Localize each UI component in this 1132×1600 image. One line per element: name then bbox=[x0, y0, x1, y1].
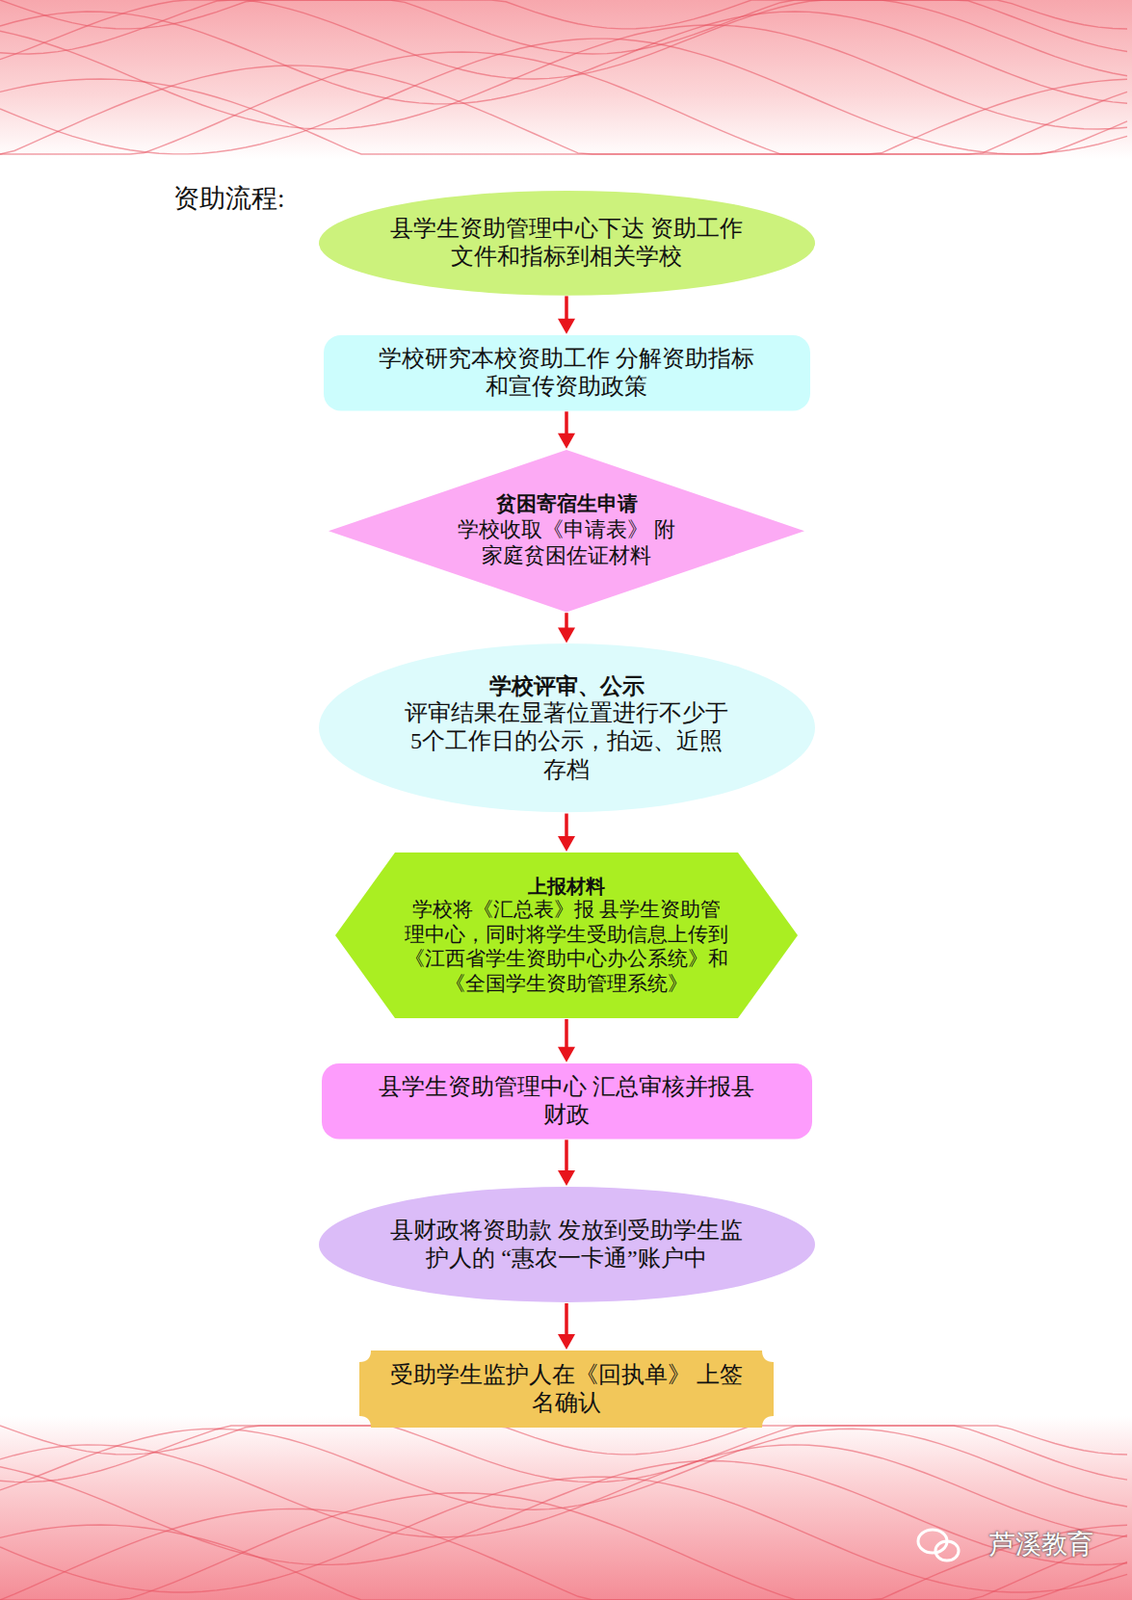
node-text: 学校将《汇总表》报 县学生资助管理中心，同时将学生受助信息上传到《江西省学生资助… bbox=[402, 897, 731, 997]
shape-fill bbox=[335, 852, 798, 1019]
node-text: 评审结果在显著位置进行不少于5个工作日的公示，拍远、近照存档 bbox=[402, 699, 731, 785]
shape-fill bbox=[318, 190, 816, 296]
arrow-head bbox=[557, 836, 576, 852]
diagram-title: 资助流程: bbox=[173, 181, 286, 216]
bottom-band bbox=[0, 1416, 1132, 1600]
flow-arrow bbox=[557, 411, 576, 449]
arrow-line bbox=[564, 814, 569, 839]
text-wrap: 县财政将资助款 发放到受助学生监护人的 “惠农一卡通”账户中 bbox=[383, 1216, 750, 1274]
review-ellipse: 学校评审、公示评审结果在显著位置进行不少于5个工作日的公示，拍远、近照存档 bbox=[318, 643, 816, 813]
arrow-head bbox=[557, 433, 576, 449]
node-text: 学校收取《申请表》 附家庭贫困佐证材料 bbox=[455, 517, 678, 570]
wave-stroke bbox=[0, 1508, 1128, 1600]
node-shape bbox=[318, 643, 816, 813]
bottom-waves bbox=[0, 1425, 1128, 1600]
wave-stroke bbox=[0, 52, 1128, 155]
process-box: 县学生资助管理中心 汇总审核并报县财政 bbox=[321, 1063, 813, 1140]
wave-stroke bbox=[0, 1425, 1128, 1483]
payment-ellipse: 县财政将资助款 发放到受助学生监护人的 “惠农一卡通”账户中 bbox=[318, 1186, 816, 1303]
shape-fill bbox=[359, 1350, 774, 1428]
node-text: 受助学生监护人在《回执单》 上签名确认 bbox=[383, 1361, 750, 1419]
node-text: 县学生资助管理中心下达 资助工作文件和指标到相关学校 bbox=[383, 214, 750, 272]
arrow-line bbox=[564, 1019, 569, 1050]
shape-fill bbox=[318, 1186, 816, 1303]
arrow-line bbox=[564, 1139, 569, 1173]
watermark: 芦溪教育 bbox=[989, 1526, 1094, 1562]
arrow-head bbox=[557, 1047, 576, 1063]
shape-fill bbox=[321, 1063, 813, 1140]
node-text: 县财政将资助款 发放到受助学生监护人的 “惠农一卡通”账户中 bbox=[383, 1216, 750, 1274]
shape-fill bbox=[328, 449, 805, 612]
process-box: 学校研究本校资助工作 分解资助指标和宣传资助政策 bbox=[323, 335, 811, 412]
wechat-icon bbox=[918, 1529, 959, 1561]
text-wrap: 学校研究本校资助工作 分解资助指标和宣传资助政策 bbox=[373, 344, 760, 402]
node-text: 学校研究本校资助工作 分解资助指标和宣传资助政策 bbox=[373, 344, 760, 402]
node-heading: 上报材料 bbox=[527, 874, 606, 898]
node-heading: 学校评审、公示 bbox=[489, 672, 645, 700]
node-heading: 贫困寄宿生申请 bbox=[496, 492, 638, 518]
flow-arrow bbox=[557, 612, 576, 643]
arrow-line bbox=[564, 612, 569, 630]
text-wrap: 学校评审、公示评审结果在显著位置进行不少于5个工作日的公示，拍远、近照存档 bbox=[402, 672, 731, 785]
wave-stroke bbox=[0, 1493, 1128, 1600]
text-wrap: 受助学生监护人在《回执单》 上签名确认 bbox=[383, 1361, 750, 1419]
text-wrap: 县学生资助管理中心 汇总审核并报县财政 bbox=[373, 1073, 760, 1131]
text-wrap: 上报材料学校将《汇总表》报 县学生资助管理中心，同时将学生受助信息上传到《江西省… bbox=[402, 874, 731, 998]
arrow-line bbox=[564, 411, 569, 436]
wave-stroke bbox=[0, 65, 1128, 155]
arrow-head bbox=[557, 1170, 576, 1186]
arrow-line bbox=[564, 1303, 569, 1337]
text-wrap: 贫困寄宿生申请学校收取《申请表》 附家庭贫困佐证材料 bbox=[455, 492, 678, 569]
arrow-head bbox=[557, 1334, 576, 1350]
wave-stroke bbox=[0, 38, 1128, 155]
arrow-line bbox=[564, 295, 569, 320]
wave-stroke bbox=[0, 0, 1128, 29]
wave-stroke bbox=[0, 1445, 1128, 1538]
text-wrap: 县学生资助管理中心下达 资助工作文件和指标到相关学校 bbox=[383, 214, 750, 272]
shape-fill bbox=[323, 335, 811, 412]
flow-arrow bbox=[557, 295, 576, 334]
flow-arrow bbox=[557, 1303, 576, 1350]
wave-stroke bbox=[0, 78, 1128, 155]
node-shape bbox=[318, 190, 816, 296]
shape-fill bbox=[318, 643, 816, 813]
wave-stroke bbox=[0, 1476, 1128, 1593]
arrow-head bbox=[557, 627, 576, 643]
top-waves bbox=[0, 0, 1128, 155]
top-band bbox=[0, 0, 1132, 159]
decision-diamond: 贫困寄宿生申请学校收取《申请表》 附家庭贫困佐证材料 bbox=[328, 449, 805, 612]
end-plaque: 受助学生监护人在《回执单》 上签名确认 bbox=[359, 1350, 774, 1428]
flow-arrow bbox=[557, 814, 576, 852]
wave-stroke bbox=[0, 1461, 1128, 1566]
wave-stroke bbox=[0, 1428, 1128, 1510]
flow-arrow bbox=[557, 1019, 576, 1063]
start-ellipse: 县学生资助管理中心下达 资助工作文件和指标到相关学校 bbox=[318, 190, 816, 296]
flow-arrow bbox=[557, 1139, 576, 1186]
report-hexagon: 上报材料学校将《汇总表》报 县学生资助管理中心，同时将学生受助信息上传到《江西省… bbox=[335, 852, 798, 1019]
node-text: 县学生资助管理中心 汇总审核并报县财政 bbox=[373, 1073, 760, 1131]
arrow-head bbox=[557, 318, 576, 335]
wave-stroke bbox=[0, 1525, 1128, 1600]
node-shape bbox=[318, 1186, 816, 1303]
wave-stroke bbox=[0, 0, 1128, 54]
